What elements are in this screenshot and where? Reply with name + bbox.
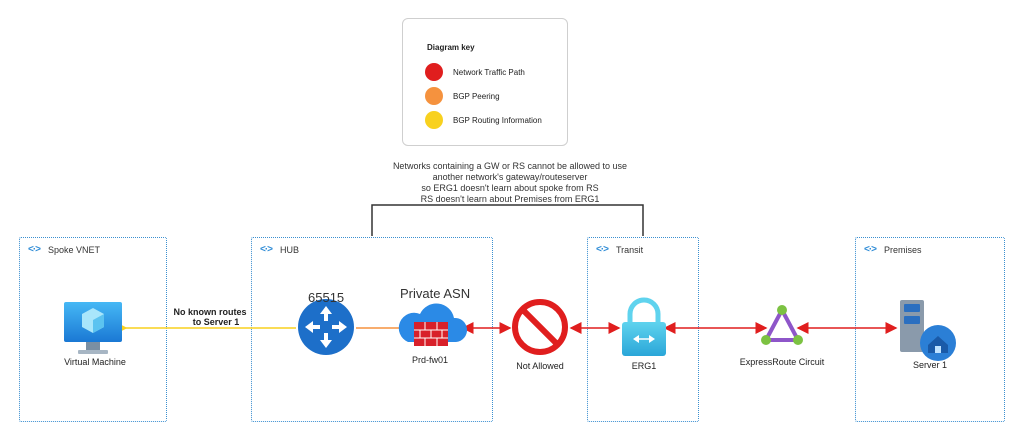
key-item-peering: BGP Peering	[425, 87, 500, 105]
lock-gateway-icon	[622, 297, 666, 356]
bracket-line	[371, 204, 644, 236]
red-dot-icon	[425, 63, 443, 81]
vnet-icon: <·>	[260, 244, 273, 255]
key-item-routing: BGP Routing Information	[425, 111, 542, 129]
vnet-title: HUB	[280, 244, 300, 255]
diagram-key: Diagram key Network Traffic Path BGP Pee…	[402, 18, 568, 146]
router-icon	[298, 299, 354, 355]
expressroute-triangle-icon	[761, 305, 803, 345]
asn-label: 65515	[308, 290, 345, 305]
annotation-line: No known routes	[173, 307, 247, 317]
vnet-title: Transit	[616, 244, 644, 255]
key-item-label: BGP Routing Information	[453, 115, 542, 125]
vm-label: Virtual Machine	[64, 357, 126, 367]
note-line: RS doesn't learn about Premises from ERG…	[420, 194, 600, 204]
note-line: Networks containing a GW or RS cannot be…	[392, 161, 628, 171]
firewall-cloud-icon	[398, 303, 468, 346]
vnet-icon: <·>	[596, 244, 609, 255]
constraint-note: Networks containing a GW or RS cannot be…	[380, 161, 640, 205]
expressroute-label: ExpressRoute Circuit	[739, 357, 825, 367]
orange-dot-icon	[425, 87, 443, 105]
not-allowed-label: Not Allowed	[516, 361, 564, 371]
vnet-spoke: <·> Spoke VNET	[19, 237, 167, 422]
vnet-icon: <·>	[28, 244, 41, 255]
server-house-icon	[900, 300, 956, 361]
yellow-dot-icon	[425, 111, 443, 129]
note-line: another network's gateway/routeserver	[432, 172, 588, 182]
vnet-title: Spoke VNET	[48, 244, 101, 255]
key-item-label: BGP Peering	[453, 91, 500, 101]
annotation-line: to Server 1	[192, 317, 240, 327]
key-item-label: Network Traffic Path	[453, 67, 525, 77]
private-asn-label: Private ASN	[400, 286, 471, 301]
server-label: Server 1	[912, 360, 947, 370]
note-line: so ERG1 doesn't learn about spoke from R…	[421, 183, 599, 193]
vnet-icon: <·>	[864, 244, 877, 255]
key-item-traffic: Network Traffic Path	[425, 63, 525, 81]
firewall-label: Prd-fw01	[411, 355, 448, 365]
no-routes-annotation: No known routes to Server 1	[170, 307, 250, 327]
diagram-key-title: Diagram key	[427, 43, 475, 52]
virtual-machine-icon	[64, 302, 122, 354]
erg1-label: ERG1	[631, 361, 657, 371]
vnet-title: Premises	[884, 244, 922, 255]
prohibited-icon	[512, 299, 568, 355]
